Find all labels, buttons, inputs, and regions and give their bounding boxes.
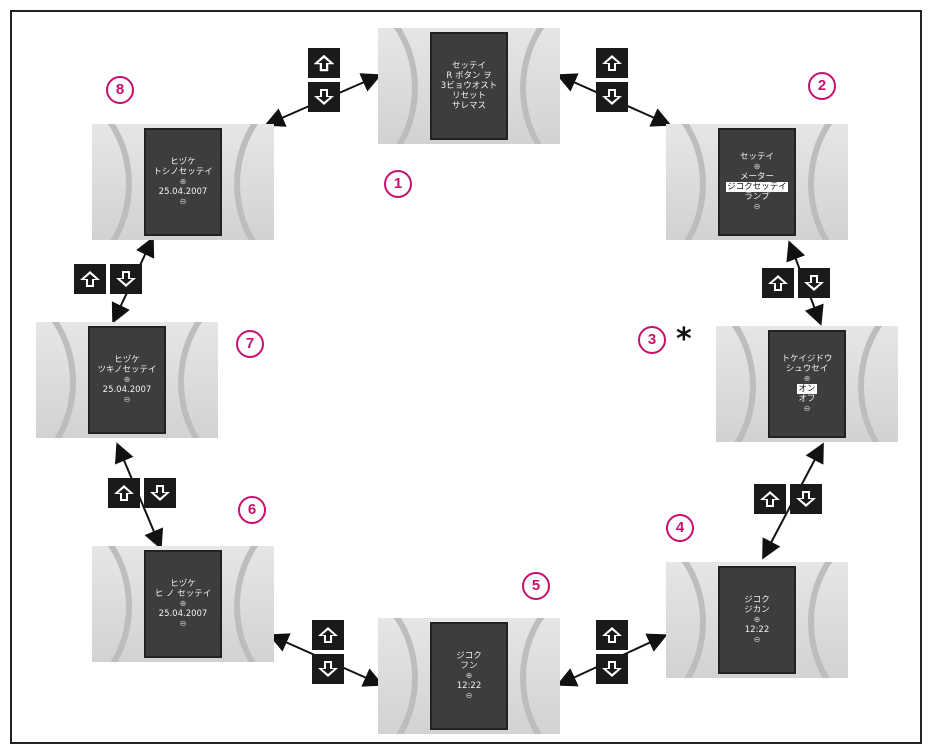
screen-line: サレマス — [451, 101, 486, 111]
plus-icon: ⊕ — [753, 162, 761, 171]
date-value: 25.04.2007 — [158, 609, 208, 619]
display-panel-8: ヒヅケ トシノセッテイ ⊕ 25.04.2007 ⊖ — [92, 124, 274, 240]
down-button[interactable] — [312, 654, 344, 684]
screen-line: ヒヅケ — [170, 157, 196, 167]
minus-icon: ⊖ — [123, 395, 131, 404]
step-number-3: 3 — [638, 326, 666, 354]
down-arrow-icon — [796, 491, 816, 507]
step-number-1: 1 — [384, 170, 412, 198]
plus-icon: ⊕ — [803, 374, 811, 383]
screen-line: ジコク — [456, 651, 482, 661]
up-arrow-icon — [602, 627, 622, 643]
up-button[interactable] — [754, 484, 786, 514]
screen-line-selected: オン — [797, 384, 817, 394]
display-panel-7: ヒヅケ ツキノセッテイ ⊕ 25.04.2007 ⊖ — [36, 322, 218, 438]
step-number-4: 4 — [666, 514, 694, 542]
down-arrow-icon — [602, 661, 622, 677]
screen-line: オフ — [798, 394, 816, 404]
screen-line: ヒ ノ セッテイ — [154, 589, 212, 599]
minus-icon: ⊖ — [803, 404, 811, 413]
display-screen-7: ヒヅケ ツキノセッテイ ⊕ 25.04.2007 ⊖ — [88, 326, 166, 434]
down-arrow-icon — [116, 271, 136, 287]
display-screen-1: セッテイ R ボタン ヲ 3ビョウオスト リセット サレマス — [430, 32, 508, 140]
display-screen-5: ジコク フン ⊕ 12:22 ⊖ — [430, 622, 508, 730]
plus-icon: ⊕ — [179, 177, 187, 186]
screen-line: トシノセッテイ — [153, 167, 213, 177]
up-button[interactable] — [762, 268, 794, 298]
screen-line: リセット — [451, 91, 486, 101]
up-button[interactable] — [74, 264, 106, 294]
date-value: 25.04.2007 — [158, 187, 208, 197]
up-arrow-icon — [114, 485, 134, 501]
down-button[interactable] — [308, 82, 340, 112]
plus-icon: ⊕ — [123, 375, 131, 384]
up-arrow-icon — [602, 55, 622, 71]
down-button[interactable] — [110, 264, 142, 294]
up-arrow-icon — [80, 271, 100, 287]
screen-line: ツキノセッテイ — [97, 365, 157, 375]
minus-icon: ⊖ — [753, 635, 761, 644]
screen-line: フン — [460, 661, 478, 671]
step-number-2: 2 — [808, 72, 836, 100]
step-number-8: 8 — [106, 76, 134, 104]
screen-line-selected: ジコクセッテイ — [726, 182, 788, 192]
down-button[interactable] — [596, 654, 628, 684]
plus-icon: ⊕ — [179, 599, 187, 608]
down-button[interactable] — [790, 484, 822, 514]
screen-line: ヒヅケ — [114, 355, 140, 365]
screen-line: セッテイ — [739, 152, 774, 162]
up-button[interactable] — [108, 478, 140, 508]
time-value: 12:22 — [456, 681, 482, 691]
display-panel-4: ジコク ジカン ⊕ 12:22 ⊖ — [666, 562, 848, 678]
screen-line: R ボタン ヲ — [446, 71, 492, 81]
plus-icon: ⊕ — [753, 615, 761, 624]
screen-line: 3ビョウオスト — [440, 81, 498, 91]
down-button[interactable] — [144, 478, 176, 508]
down-arrow-icon — [314, 89, 334, 105]
screen-line: メーター — [739, 172, 774, 182]
time-value: 12:22 — [744, 625, 770, 635]
down-arrow-icon — [318, 661, 338, 677]
up-button[interactable] — [596, 620, 628, 650]
screen-line: ジカン — [744, 605, 770, 615]
step-number-7: 7 — [236, 330, 264, 358]
up-arrow-icon — [313, 54, 335, 72]
up-button[interactable] — [312, 620, 344, 650]
display-screen-8: ヒヅケ トシノセッテイ ⊕ 25.04.2007 ⊖ — [144, 128, 222, 236]
display-panel-5: ジコク フン ⊕ 12:22 ⊖ — [378, 618, 560, 734]
screen-line: ヒヅケ — [170, 579, 196, 589]
down-arrow-icon — [804, 275, 824, 291]
display-panel-1: セッテイ R ボタン ヲ 3ビョウオスト リセット サレマス — [378, 28, 560, 144]
screen-line: セッテイ — [451, 61, 486, 71]
asterisk-note: * — [676, 322, 692, 357]
plus-icon: ⊕ — [465, 671, 473, 680]
step-number-5: 5 — [522, 572, 550, 600]
step-number-6: 6 — [238, 496, 266, 524]
display-screen-6: ヒヅケ ヒ ノ セッテイ ⊕ 25.04.2007 ⊖ — [144, 550, 222, 658]
screen-line: ジコク — [744, 595, 770, 605]
up-arrow-icon — [768, 275, 788, 291]
up-button[interactable] — [308, 48, 340, 78]
up-button[interactable] — [596, 48, 628, 78]
minus-icon: ⊖ — [465, 691, 473, 700]
minus-icon: ⊖ — [179, 197, 187, 206]
down-arrow-icon — [150, 485, 170, 501]
screen-line: シュウセイ — [785, 364, 829, 374]
screen-line: ランプ — [744, 192, 770, 202]
display-screen-4: ジコク ジカン ⊕ 12:22 ⊖ — [718, 566, 796, 674]
up-arrow-icon — [760, 491, 780, 507]
date-value: 25.04.2007 — [102, 385, 152, 395]
minus-icon: ⊖ — [753, 202, 761, 211]
display-panel-3: トケイジドウ シュウセイ ⊕ オン オフ ⊖ — [716, 326, 898, 442]
down-button[interactable] — [798, 268, 830, 298]
display-panel-6: ヒヅケ ヒ ノ セッテイ ⊕ 25.04.2007 ⊖ — [92, 546, 274, 662]
screen-line: トケイジドウ — [781, 354, 833, 364]
display-panel-2: セッテイ ⊕ メーター ジコクセッテイ ランプ ⊖ — [666, 124, 848, 240]
down-arrow-icon — [602, 89, 622, 105]
up-arrow-icon — [318, 627, 338, 643]
display-screen-2: セッテイ ⊕ メーター ジコクセッテイ ランプ ⊖ — [718, 128, 796, 236]
down-button[interactable] — [596, 82, 628, 112]
display-screen-3: トケイジドウ シュウセイ ⊕ オン オフ ⊖ — [768, 330, 846, 438]
minus-icon: ⊖ — [179, 619, 187, 628]
